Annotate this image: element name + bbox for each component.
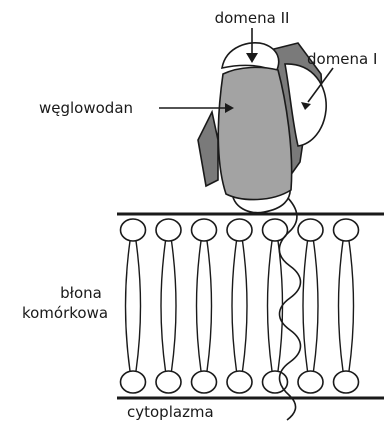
label-cytoplasm: cytoplazma — [127, 403, 214, 421]
lipid-pair — [121, 219, 146, 393]
label-membrane-line-1: błona — [60, 284, 102, 302]
label-domain-2: domena II — [215, 9, 290, 27]
lipid-pair — [334, 219, 359, 393]
lipid-head-outer — [121, 219, 146, 241]
label-carbohydrate: węglowodan — [39, 99, 133, 117]
protein-body — [218, 67, 291, 199]
lipid-head-inner — [227, 371, 252, 393]
carbohydrate-left-wing — [198, 112, 218, 186]
lipid-head-inner — [298, 371, 323, 393]
lipid-tails — [339, 241, 354, 371]
lipid-head-inner — [334, 371, 359, 393]
lipid-pair — [227, 219, 252, 393]
lipid-pair — [298, 219, 323, 393]
label-domain-1: domena I — [307, 50, 377, 68]
lipid-head-inner — [156, 371, 181, 393]
lipid-pair — [192, 219, 217, 393]
lipid-tails — [126, 241, 141, 371]
lipid-head-inner — [121, 371, 146, 393]
lipid-tails — [161, 241, 176, 371]
lipid-tails — [197, 241, 212, 371]
lipid-pair — [156, 219, 181, 393]
label-membrane-line-2: komórkowa — [22, 304, 108, 322]
lipid-head-outer — [334, 219, 359, 241]
lipid-tails — [303, 241, 318, 371]
lipid-tails — [232, 241, 247, 371]
lipid-head-outer — [298, 219, 323, 241]
lipid-head-inner — [192, 371, 217, 393]
lipid-head-outer — [192, 219, 217, 241]
lipid-head-outer — [156, 219, 181, 241]
lipid-bilayer — [121, 219, 359, 393]
lipid-head-outer — [227, 219, 252, 241]
lipid-tails — [268, 241, 283, 371]
